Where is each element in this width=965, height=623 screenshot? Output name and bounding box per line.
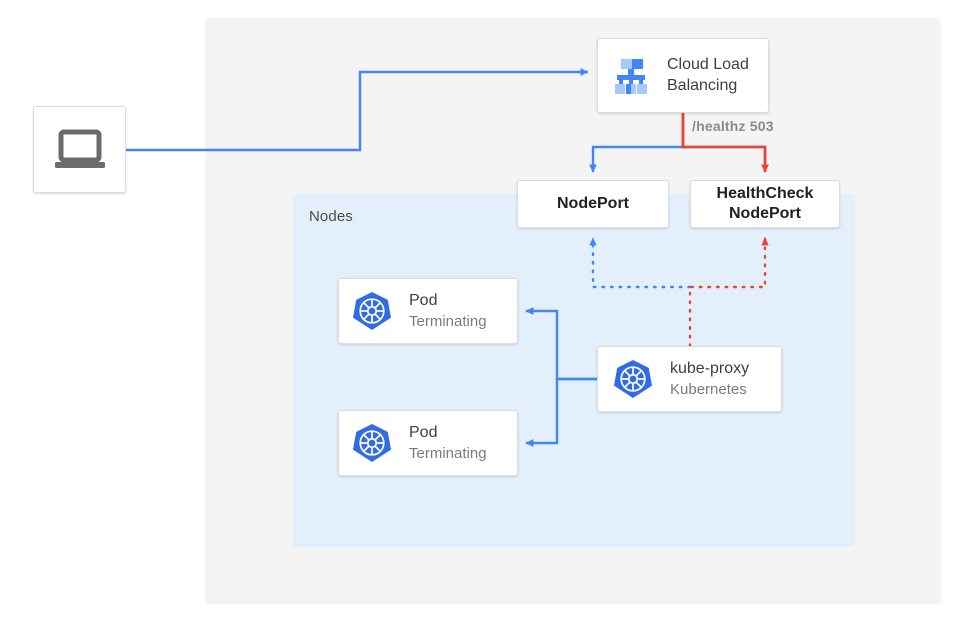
nodeport-label: NodePort (557, 195, 629, 212)
pod-title-1: Pod (409, 292, 438, 310)
healthz-edge-label: /healthz 503 (692, 118, 774, 134)
healthcheck-nodeport-label-line1: HealthCheck (716, 185, 814, 202)
pod-node-1[interactable]: Pod Terminating (338, 278, 518, 344)
healthcheck-nodeport-label-line2: NodePort (728, 205, 801, 222)
cloud-load-balancing-title-line2: Balancing (667, 76, 738, 94)
pod-title-2: Pod (409, 424, 438, 442)
edge-kubeproxy-to-healthcheck-nodeport (688, 236, 769, 348)
healthcheck-nodeport-node[interactable]: HealthCheck NodePort (690, 180, 840, 228)
kube-proxy-subtitle: Kubernetes (670, 380, 747, 398)
cloud-load-balancing-label-group: Cloud Load Balancing (667, 55, 749, 96)
kube-proxy-label-group: kube-proxy Kubernetes (670, 359, 749, 399)
edge-clb-to-healthcheck-nodeport (681, 113, 769, 173)
edge-kubeproxy-to-pod-1 (525, 307, 597, 381)
kubernetes-icon (612, 358, 654, 400)
pod-label-group-2: Pod Terminating (409, 423, 487, 463)
edge-kubeproxy-to-pod-2 (525, 377, 597, 447)
edge-client-to-cloud-load-balancing (126, 68, 589, 152)
nodes-region-label: Nodes (309, 208, 353, 225)
kubernetes-icon (351, 422, 393, 464)
nodeport-node[interactable]: NodePort (517, 180, 669, 228)
pod-status-1: Terminating (409, 312, 487, 330)
client-node[interactable] (33, 106, 126, 193)
edge-clb-to-nodeport (589, 113, 685, 173)
cloud-load-balancing-icon (607, 54, 655, 98)
cloud-load-balancing-node[interactable]: Cloud Load Balancing (597, 38, 769, 113)
laptop-icon (52, 128, 108, 172)
cloud-load-balancing-title: Cloud Load (667, 56, 749, 74)
kube-proxy-title: kube-proxy (670, 360, 750, 378)
pod-node-2[interactable]: Pod Terminating (338, 410, 518, 476)
edge-kubeproxy-to-nodeport (589, 236, 692, 289)
pod-status-2: Terminating (409, 444, 487, 462)
healthcheck-nodeport-label-group: HealthCheck NodePort (717, 184, 814, 224)
kube-proxy-node[interactable]: kube-proxy Kubernetes (597, 346, 782, 412)
pod-label-group-1: Pod Terminating (409, 291, 487, 331)
kubernetes-icon (351, 290, 393, 332)
